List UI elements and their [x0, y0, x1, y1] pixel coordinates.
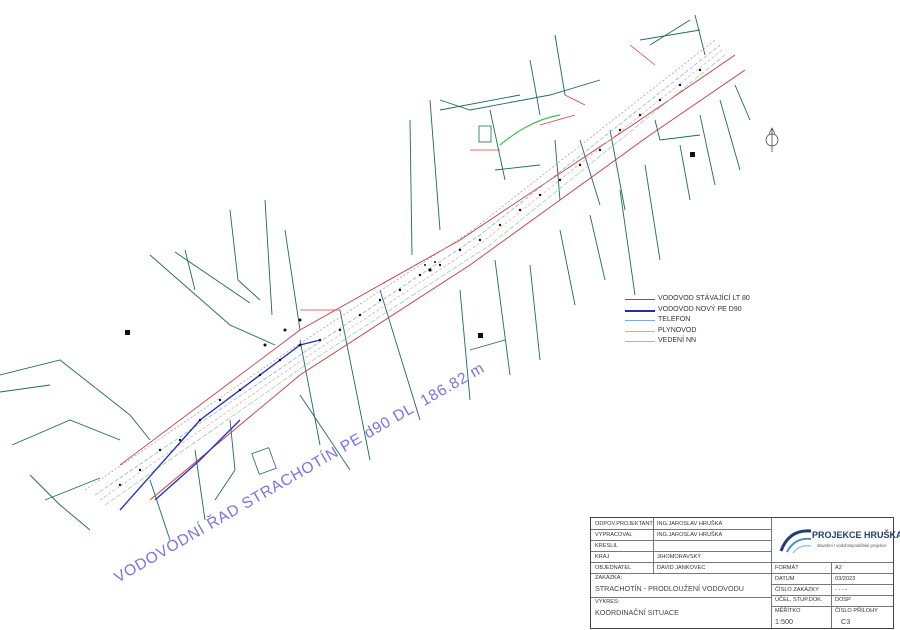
- zakazka-value: STRACHOTÍN - PRODLOUŽENÍ VODOVODU: [595, 584, 744, 593]
- vykres-value: KOORDINAČNÍ SITUACE: [595, 608, 679, 617]
- utility-lines: [84, 39, 726, 506]
- legend-swatch: [625, 341, 655, 342]
- company-logo-subtitle: stavební / vodohospodářské projekce: [817, 543, 887, 548]
- ucel-value: DOSP: [835, 597, 851, 603]
- legend-item: TELEFON: [625, 315, 775, 326]
- water-main-new: [119, 339, 321, 511]
- odpov-projektant-label: ODPOV.PROJEKTANT: [595, 521, 653, 527]
- section-markers: [125, 152, 695, 338]
- green-annotation-arc: [499, 114, 561, 146]
- zakazka-label: ZAKÁZKA:: [595, 575, 623, 581]
- datum-label: DATUM: [775, 576, 795, 582]
- odpov-projektant-value: ING.JAROSLAV HRUŠKA: [657, 521, 723, 527]
- vypracoval-value: ING.JAROSLAV HRUŠKA: [657, 532, 723, 538]
- title-block: ODPOV.PROJEKTANT ING.JAROSLAV HRUŠKA VYP…: [590, 517, 900, 629]
- legend-item: PLYNOVOD: [625, 326, 775, 337]
- utility-legend: VODOVOD STÁVAJÍCÍ LT 80 VODOVOD NOVÝ PE D…: [625, 294, 775, 347]
- pipe-route-label: VODOVODNÍ ŘAD STRACHOTÍN PE d90 DL. 186.…: [112, 359, 488, 586]
- annotation-marks: [300, 44, 656, 311]
- kreslil-label: KRESLIL: [595, 543, 619, 549]
- objednatel-value: DAVID JANKOVEC: [657, 565, 706, 571]
- legend-item: VODOVOD NOVÝ PE D90: [625, 305, 775, 316]
- objednatel-label: OBJEDNATEL: [595, 565, 632, 571]
- company-logo-name: PROJEKCE HRUŠKA: [812, 530, 900, 540]
- survey-points: [118, 68, 702, 487]
- format-value: A2: [835, 565, 842, 571]
- cislo-zakazky-value: - - - -: [835, 587, 848, 593]
- legend-item: VEDENÍ NN: [625, 336, 775, 347]
- legend-swatch: [625, 320, 655, 321]
- legend-label: PLYNOVOD: [658, 326, 697, 334]
- parcel-boundaries: [0, 14, 751, 541]
- kraj-label: KRAJ: [595, 554, 610, 560]
- buildings: [251, 125, 492, 475]
- legend-label: TELEFON: [658, 316, 691, 323]
- road-edges: [119, 54, 746, 501]
- company-logo-icon: [779, 529, 812, 554]
- kraj-value: JIHOMORAVSKÝ: [657, 554, 702, 560]
- cislo-prilohy-label: ČÍSLO PŘÍLOHY: [835, 608, 878, 614]
- datum-value: 03/2023: [835, 576, 856, 582]
- legend-swatch: [625, 330, 655, 332]
- legend-item: VODOVOD STÁVAJÍCÍ LT 80: [625, 294, 775, 305]
- legend-swatch: [625, 309, 655, 312]
- cislo-prilohy-value: C3: [841, 617, 851, 626]
- meritko-label: MĚŘÍTKO: [775, 608, 801, 614]
- cislo-zakazky-label: ČÍSLO ZAKÁZKY: [775, 587, 819, 593]
- vypracoval-label: VYPRACOVAL: [595, 532, 633, 538]
- ucel-label: ÚČEL, STUP.DOK.: [775, 597, 823, 603]
- legend-swatch: [625, 299, 655, 300]
- legend-label: VODOVOD STÁVAJÍCÍ LT 80: [658, 295, 750, 302]
- compass-north-icon: [765, 127, 779, 152]
- legend-label: VODOVOD NOVÝ PE D90: [658, 305, 742, 313]
- meritko-value: 1:500: [775, 617, 793, 626]
- legend-label: VEDENÍ NN: [658, 337, 697, 344]
- vykres-label: VÝKRES:: [595, 599, 620, 605]
- format-label: FORMÁT: [775, 565, 799, 571]
